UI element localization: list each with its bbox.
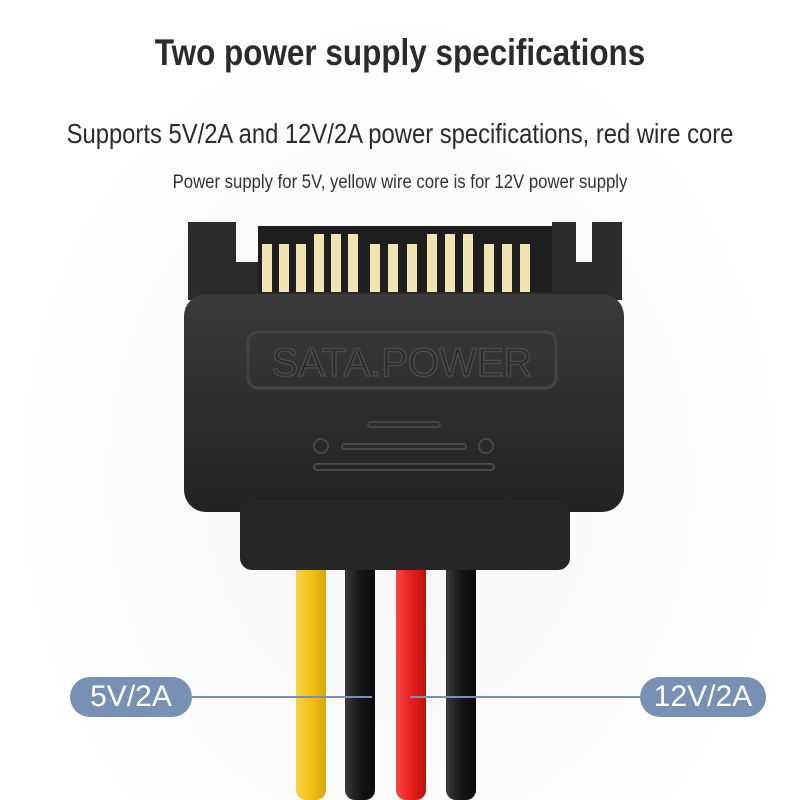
label-12v-2a: 12V/2A bbox=[640, 677, 766, 717]
emboss-line-top bbox=[367, 421, 441, 428]
wires bbox=[296, 560, 476, 800]
page-subtitle: Supports 5V/2A and 12V/2A power specific… bbox=[66, 118, 734, 149]
connector-neck bbox=[240, 500, 570, 570]
emboss-dot-right bbox=[478, 438, 494, 454]
emboss-line-middle bbox=[341, 443, 467, 450]
black-wire-2 bbox=[446, 560, 476, 800]
black-wire-1 bbox=[345, 560, 375, 800]
red-wire bbox=[396, 560, 426, 800]
page-description: Power supply for 5V, yellow wire core is… bbox=[172, 172, 628, 193]
label-frame bbox=[246, 330, 558, 390]
label-5v-2a: 5V/2A bbox=[70, 677, 192, 717]
gold-pins bbox=[262, 234, 530, 292]
yellow-wire bbox=[296, 560, 326, 800]
connector-label: SATA.POWER bbox=[272, 341, 533, 385]
page-title: Two power supply specifications bbox=[154, 32, 646, 73]
emboss-line-bottom bbox=[313, 463, 495, 471]
connector-body bbox=[184, 294, 624, 512]
emboss-dot-left bbox=[313, 438, 329, 454]
